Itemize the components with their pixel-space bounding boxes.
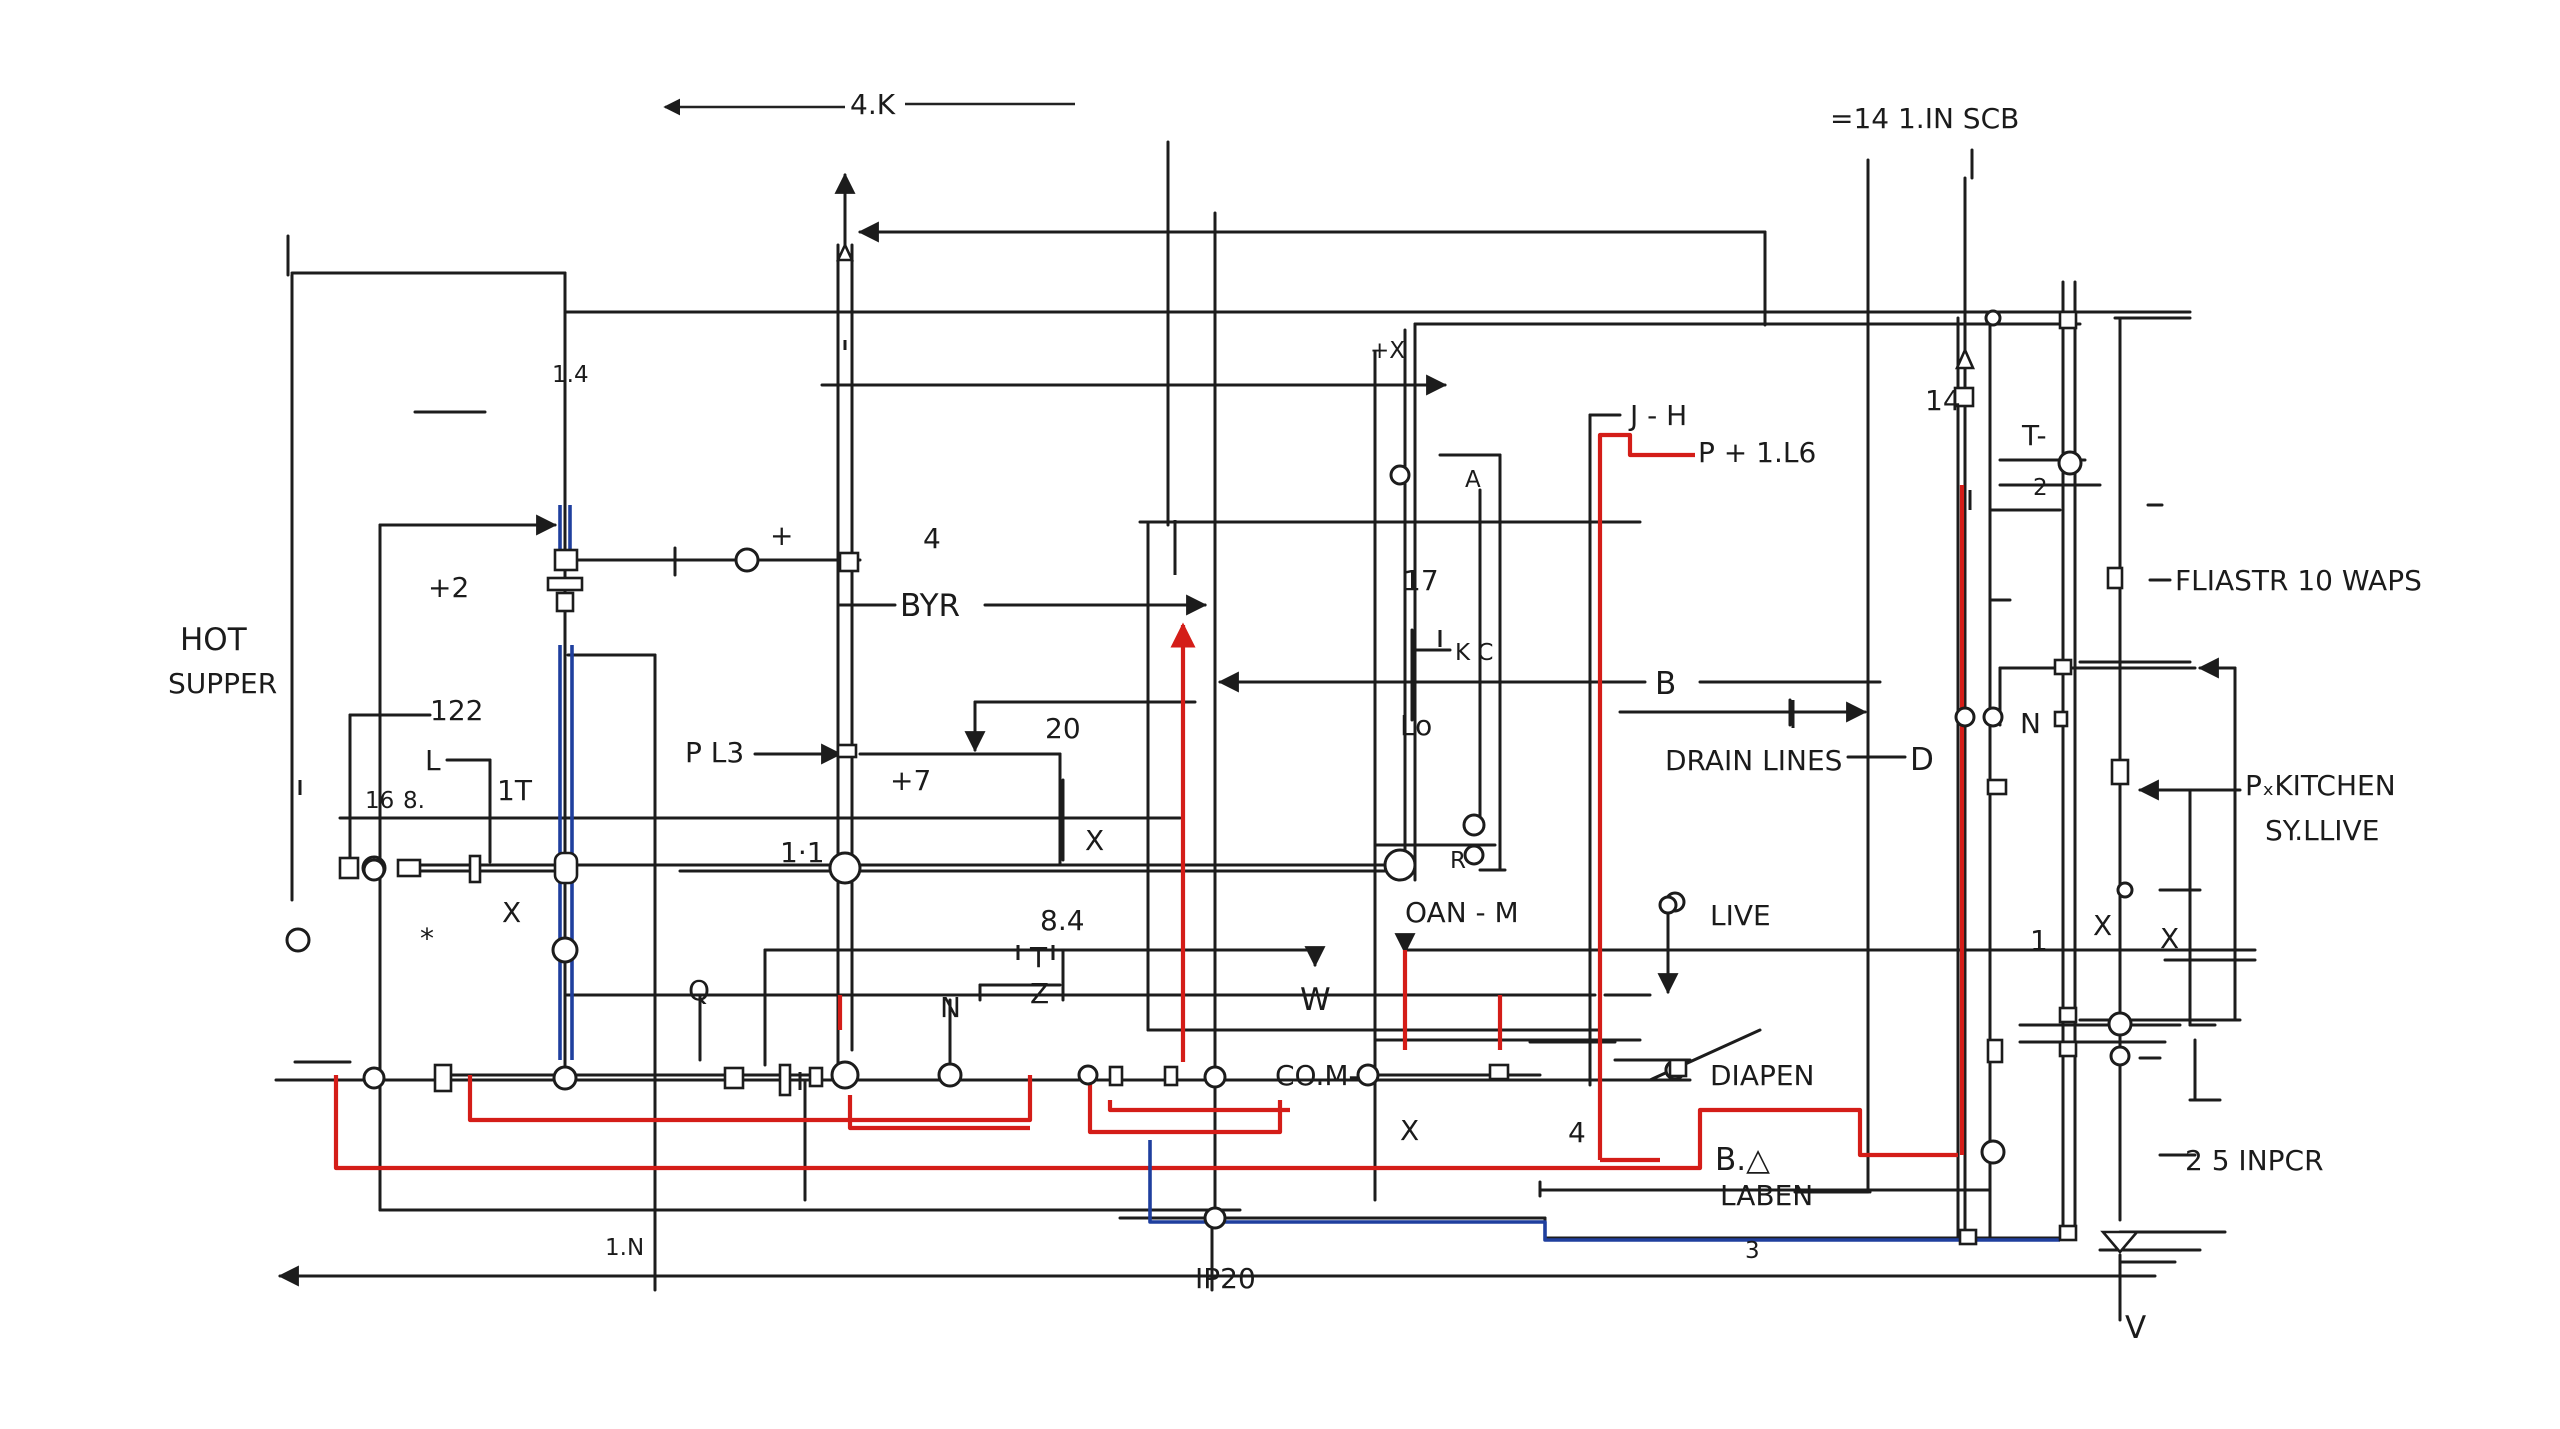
label-122: 122 xyxy=(430,694,483,727)
labels: 4.K =14 1.IN SCB HOT SUPPER 1.4 +2 122 L… xyxy=(168,88,2422,1346)
label-top-right: =14 1.IN SCB xyxy=(1830,102,2019,135)
hot-water-lines xyxy=(333,432,1965,1171)
label-1a: 1 xyxy=(2030,924,2048,957)
valve-circle[interactable] xyxy=(2057,450,2083,476)
label-p-ls: P L3 xyxy=(685,736,744,769)
valve-circle[interactable] xyxy=(734,547,760,573)
valve-circle[interactable] xyxy=(1077,1064,1099,1086)
label-b: B xyxy=(1655,666,1676,702)
valve-circle[interactable] xyxy=(1203,1206,1227,1230)
valve-circle[interactable] xyxy=(2107,1011,2133,1037)
label-x-mid: X xyxy=(1085,824,1104,857)
label-L: L xyxy=(425,744,441,777)
label-q: Q xyxy=(688,974,710,1007)
black-pipe-network xyxy=(274,98,2257,1322)
label-20: 20 xyxy=(1045,712,1081,745)
valve-circle[interactable] xyxy=(285,927,311,953)
valve-circle[interactable] xyxy=(2116,881,2134,899)
label-top-dim: 4.K xyxy=(850,88,896,121)
valve-circle[interactable] xyxy=(1462,813,1486,837)
label-p-l66: P + 1.L6 xyxy=(1698,436,1816,469)
valve-circle[interactable] xyxy=(937,1062,963,1088)
label-n2: N xyxy=(2020,707,2041,740)
label-hot-supply: HOT xyxy=(180,622,248,658)
label-a: A xyxy=(1465,467,1481,493)
valve-circle[interactable] xyxy=(828,851,862,885)
valve-circle[interactable] xyxy=(1982,706,2004,728)
label-14: 14 xyxy=(1925,384,1961,417)
label-ba: B.△ xyxy=(1715,1142,1770,1178)
label-t-dash: T- xyxy=(2021,419,2047,452)
label-live: LIVE xyxy=(1710,899,1771,932)
label-plus-top: + xyxy=(770,519,793,552)
label-oan-m: OAN - M xyxy=(1405,896,1519,929)
label-1-1: 1·1 xyxy=(780,836,825,869)
valve-circle[interactable] xyxy=(552,1065,578,1091)
label-84: 8.4 xyxy=(1040,904,1085,937)
label-1n: 1.N xyxy=(605,1235,644,1261)
label-17: 17 xyxy=(1403,564,1439,597)
valve-circle[interactable] xyxy=(1658,895,1678,915)
label-d: D xyxy=(1910,742,1934,778)
label-16: 16 xyxy=(365,788,394,814)
label-hot-supply-2: SUPPER xyxy=(168,667,277,700)
label-2: 2 xyxy=(2033,475,2048,501)
label-4b: 4 xyxy=(1568,1116,1586,1149)
label-j-h: J - H xyxy=(1628,399,1687,432)
label-r: R xyxy=(1450,848,1466,874)
label-t: T xyxy=(1029,941,1048,974)
label-x-right2: X xyxy=(2160,922,2179,955)
label-v: V xyxy=(2125,1310,2146,1346)
label-w: W xyxy=(1300,982,1331,1018)
label-n: N xyxy=(940,991,961,1024)
label-8: 8. xyxy=(403,788,425,814)
label-x-bottom: X xyxy=(1400,1114,1419,1147)
valve-circle[interactable] xyxy=(362,858,386,882)
valve-circle[interactable] xyxy=(1203,1065,1227,1089)
label-diapen: DIAPEN xyxy=(1710,1059,1815,1092)
valve-circle[interactable] xyxy=(1463,844,1485,866)
valve-circle[interactable] xyxy=(2109,1045,2131,1067)
label-1-4: 1.4 xyxy=(552,362,589,388)
label-plus-x: +X xyxy=(1370,338,1405,364)
fittings xyxy=(285,241,2140,1255)
label-plus-2: +2 xyxy=(428,571,469,604)
valve-circle[interactable] xyxy=(362,1066,386,1090)
valve-circle[interactable] xyxy=(1383,848,1417,882)
label-laben: LABEN xyxy=(1720,1179,1813,1212)
label-lo: Lo xyxy=(1400,709,1432,742)
label-ip20: IP20 xyxy=(1195,1262,1256,1295)
label-25: 2 5 INPCR xyxy=(2185,1144,2324,1177)
label-kitchen: PₓKITCHEN xyxy=(2245,769,2396,802)
label-kitchen-2: SY.LLIVE xyxy=(2265,814,2379,847)
valve-circle[interactable] xyxy=(1954,706,1976,728)
label-7: +7 xyxy=(890,764,931,797)
valve-circle[interactable] xyxy=(1389,464,1411,486)
valve-circle[interactable] xyxy=(1984,309,2002,327)
valve-circle[interactable] xyxy=(1980,1139,2006,1165)
label-kc: K C xyxy=(1455,640,1493,666)
label-4: 4 xyxy=(923,522,941,555)
valve-circle[interactable] xyxy=(551,936,579,964)
label-3: 3 xyxy=(1745,1238,1760,1264)
label-byr: BYR xyxy=(900,588,960,624)
valve-circle[interactable] xyxy=(830,1060,860,1090)
tick-marks xyxy=(298,340,1972,1090)
label-1T: 1T xyxy=(497,774,533,807)
valve-circle[interactable] xyxy=(1356,1063,1380,1087)
label-drain-lines: DRAIN LINES xyxy=(1665,744,1842,777)
label-flastr: FLIASTR 10 WAPS xyxy=(2175,564,2422,597)
label-co-m: CO.M- xyxy=(1275,1059,1359,1092)
label-x-left: X xyxy=(502,896,521,929)
label-x-right1: X xyxy=(2093,909,2112,942)
label-z: Z xyxy=(1030,977,1049,1010)
label-star: * xyxy=(420,922,434,955)
